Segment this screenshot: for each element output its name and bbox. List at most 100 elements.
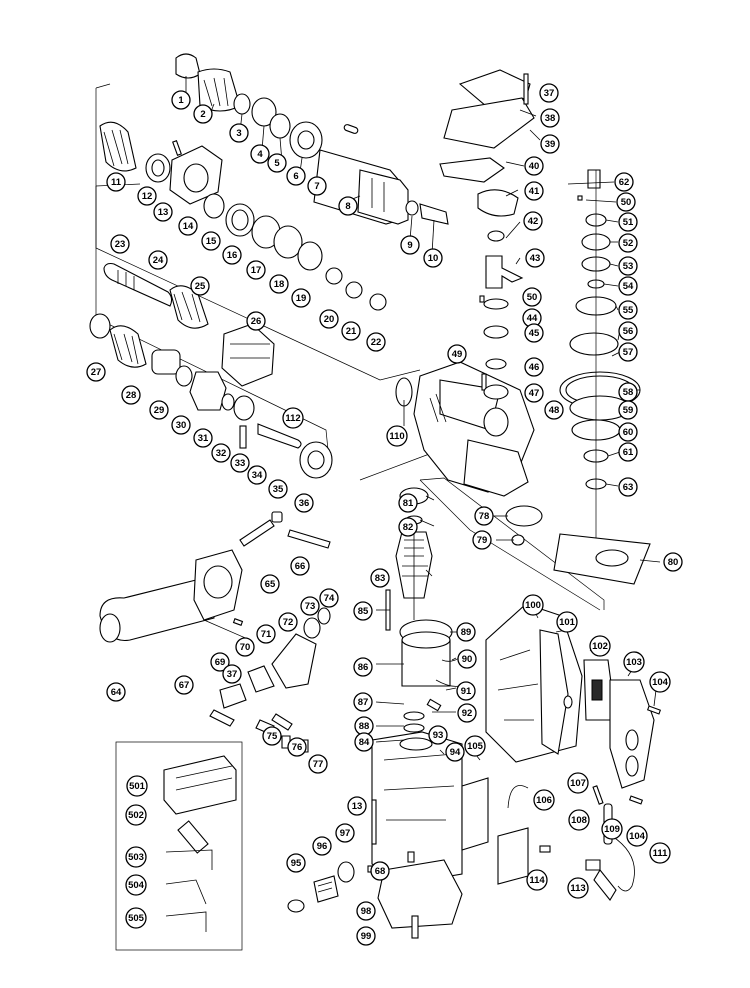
callout-number: 23 — [115, 239, 126, 250]
callout-number: 60 — [623, 427, 634, 438]
callout-98: 98 — [356, 901, 376, 921]
callout-47: 47 — [524, 383, 544, 403]
callout-20: 20 — [319, 309, 339, 329]
callout-67: 67 — [174, 675, 194, 695]
callout-number: 97 — [340, 828, 351, 839]
callout-78: 78 — [474, 506, 494, 526]
callout-number: 73 — [305, 601, 316, 612]
callout-number: 54 — [623, 281, 634, 292]
callout-number: 44 — [527, 313, 538, 324]
callout-circle — [456, 622, 476, 642]
callout-circle — [589, 635, 611, 657]
callout-circle — [121, 385, 141, 405]
callout-92: 92 — [457, 703, 477, 723]
gear-housing — [395, 361, 535, 497]
callout-32: 32 — [211, 443, 231, 463]
callout-66: 66 — [290, 556, 310, 576]
callout-71: 71 — [256, 624, 276, 644]
callout-number: 41 — [529, 186, 540, 197]
callout-circle — [356, 926, 376, 946]
callout-number: 501 — [129, 781, 146, 792]
callout-number: 71 — [261, 629, 272, 640]
callout-43: 43 — [525, 248, 545, 268]
callout-83: 83 — [370, 568, 390, 588]
callout-96: 96 — [312, 836, 332, 856]
callout-number: 33 — [235, 458, 246, 469]
callout-circle — [370, 568, 390, 588]
callout-number: 85 — [358, 606, 369, 617]
callout-number: 101 — [559, 617, 576, 628]
callout-number: 19 — [296, 293, 307, 304]
callout-number: 69 — [215, 657, 226, 668]
callout-24: 24 — [148, 250, 168, 270]
callout-circle — [148, 250, 168, 270]
callout-number: 504 — [128, 880, 145, 891]
callout-76: 76 — [287, 737, 307, 757]
callout-number: 24 — [153, 255, 164, 266]
callout-circle — [649, 671, 671, 693]
callout-111: 111 — [649, 842, 671, 864]
callout-circle — [540, 134, 560, 154]
striker-assembly — [89, 313, 333, 479]
callout-69: 69 — [210, 652, 230, 672]
callout-number: 26 — [251, 316, 262, 327]
callout-number: 104 — [629, 831, 646, 842]
callout-number: 64 — [111, 687, 122, 698]
callout-number: 13 — [352, 801, 363, 812]
callout-50: 50 — [522, 287, 542, 307]
callout-number: 113 — [570, 883, 585, 894]
callout-circle — [235, 637, 255, 657]
callout-13: 13 — [153, 202, 173, 222]
callout-108: 108 — [568, 809, 590, 831]
callout-number: 89 — [461, 627, 472, 638]
callout-110: 110 — [386, 425, 408, 447]
callout-94: 94 — [445, 742, 465, 762]
callout-85: 85 — [353, 601, 373, 621]
callout-circle — [262, 726, 282, 746]
callout-22: 22 — [366, 332, 386, 352]
callout-27: 27 — [86, 362, 106, 382]
callout-number: 106 — [536, 795, 552, 806]
callout-circle — [398, 517, 418, 537]
callout-number: 5 — [274, 158, 280, 169]
callout-circle — [474, 506, 494, 526]
callout-18: 18 — [269, 274, 289, 294]
callout-number: 27 — [91, 367, 102, 378]
callout-circle — [269, 274, 289, 294]
callout-number: 107 — [570, 778, 586, 789]
callout-circle — [663, 552, 683, 572]
callout-circle — [193, 104, 213, 124]
callout-5: 5 — [267, 153, 287, 173]
callout-circle — [290, 556, 310, 576]
callout-504: 504 — [125, 874, 147, 896]
callout-46: 46 — [524, 357, 544, 377]
callout-113: 113 — [567, 877, 589, 899]
callout-number: 86 — [358, 662, 369, 673]
callout-55: 55 — [618, 300, 638, 320]
callout-circle — [524, 323, 544, 343]
callout-81: 81 — [398, 493, 418, 513]
callout-51: 51 — [618, 212, 638, 232]
callout-number: 47 — [529, 388, 540, 399]
callout-56: 56 — [618, 321, 638, 341]
callout-number: 74 — [324, 593, 335, 604]
callout-circle — [125, 907, 147, 929]
callout-circle — [540, 108, 560, 128]
callout-circle — [174, 675, 194, 695]
callout-91: 91 — [456, 681, 476, 701]
callout-6: 6 — [286, 166, 306, 186]
callout-circle — [523, 211, 543, 231]
callout-number: 39 — [545, 139, 556, 150]
callout-12: 12 — [137, 186, 157, 206]
callout-circle — [268, 479, 288, 499]
callout-circle — [312, 836, 332, 856]
callout-70: 70 — [235, 637, 255, 657]
callout-circle — [125, 846, 147, 868]
callout-104: 104 — [649, 671, 671, 693]
callout-3: 3 — [229, 123, 249, 143]
callout-number: 105 — [467, 741, 484, 752]
callout-number: 49 — [452, 349, 463, 360]
callout-number: 48 — [549, 405, 560, 416]
callout-number: 98 — [361, 906, 372, 917]
callout-64: 64 — [106, 682, 126, 702]
